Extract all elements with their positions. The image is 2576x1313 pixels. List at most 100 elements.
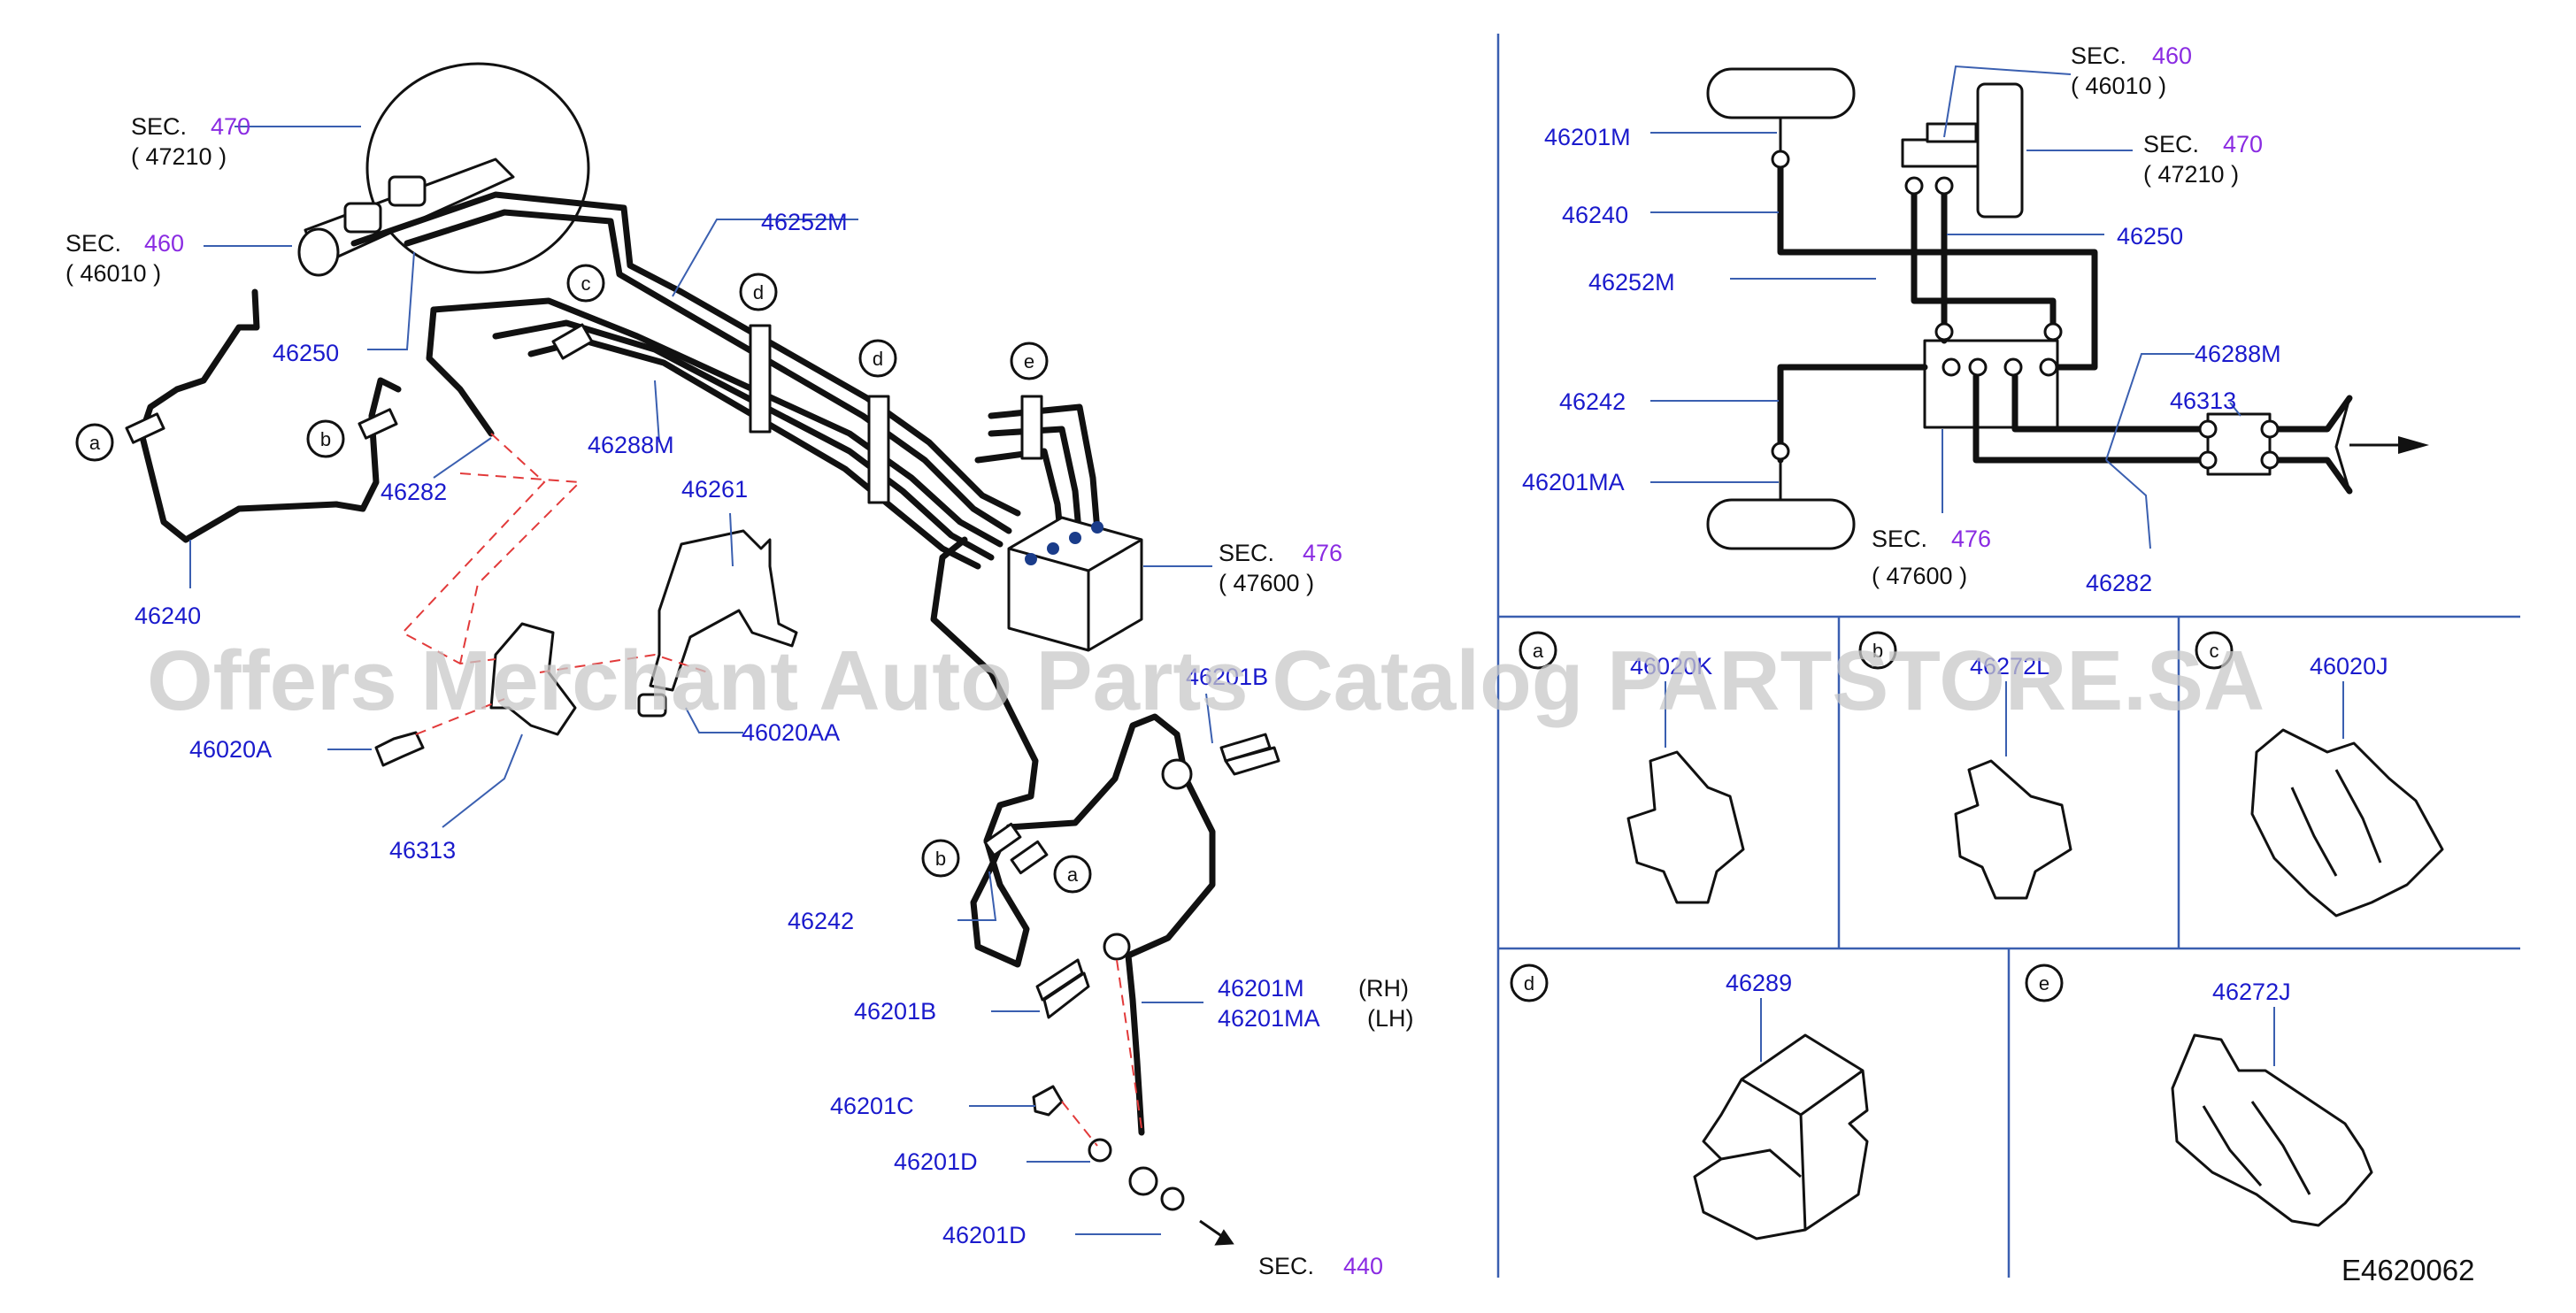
rear-wheel-icon (1706, 498, 1856, 550)
svg-text:470: 470 (211, 113, 250, 140)
sec-470-label: SEC. (131, 113, 187, 140)
svg-text:46282: 46282 (2086, 570, 2152, 596)
svg-text:b: b (1872, 640, 1883, 662)
bracket-46261 (649, 529, 798, 692)
svg-text:d: d (753, 281, 764, 303)
part-46201B-top: 46201B (1186, 664, 1268, 690)
watermark-text: Offers Merchant Auto Parts Catalog PARTS… (147, 633, 2265, 728)
part-46201MA: 46201MA (1218, 1005, 1320, 1032)
part-46201B: 46201B (854, 998, 936, 1025)
svg-text:46242: 46242 (1559, 388, 1626, 415)
svg-text:46289: 46289 (1726, 970, 1792, 996)
detail-cell-d: d 46289 (1510, 964, 1869, 1240)
part-46201M: 46201M (1218, 975, 1304, 1002)
svg-text:46288M: 46288M (2195, 341, 2281, 367)
part-46288M: 46288M (588, 432, 674, 458)
part-46020A: 46020A (189, 736, 272, 763)
part-46201D-2: 46201D (942, 1222, 1027, 1248)
detail-cell-e: e 46272J (2025, 964, 2373, 1227)
svg-text:46240: 46240 (1562, 202, 1628, 228)
part-46252M: 46252M (761, 209, 848, 235)
main-labels: SEC. 470 ( 47210 ) SEC. 460 ( 46010 ) 46… (65, 113, 1414, 1279)
schematic-joints (1771, 150, 2280, 470)
part-46242: 46242 (788, 908, 854, 934)
svg-text:(RH): (RH) (1358, 975, 1409, 1002)
leader-lines-schematic (1650, 65, 2242, 549)
svg-text:SEC.: SEC. (2071, 42, 2126, 69)
svg-text:SEC.: SEC. (1872, 526, 1927, 552)
part-46020AA: 46020AA (742, 719, 840, 746)
sec-440-label: SEC. (1258, 1253, 1314, 1279)
svg-text:46272J: 46272J (2212, 979, 2291, 1005)
brackets-46201B (1035, 733, 1280, 1019)
pipe-46282 (426, 306, 495, 437)
diagram-code: E4620062 (2341, 1254, 2474, 1286)
svg-text:( 46010 ): ( 46010 ) (65, 260, 161, 287)
svg-text:c: c (581, 273, 591, 295)
front-wheel-icon (1706, 67, 1856, 119)
sec-476-label: SEC. (1219, 540, 1274, 566)
svg-text:46201MA: 46201MA (1522, 469, 1625, 495)
svg-text:SEC.: SEC. (2143, 131, 2199, 157)
part-46240: 46240 (135, 603, 201, 629)
assembly-dash-lines (401, 433, 1142, 1147)
svg-text:( 47600 ): ( 47600 ) (1872, 563, 1967, 589)
svg-text:460: 460 (2152, 42, 2192, 69)
part-46313: 46313 (389, 837, 456, 864)
svg-text:470: 470 (2223, 131, 2263, 157)
svg-text:46252M: 46252M (1588, 269, 1675, 296)
svg-text:e: e (1024, 350, 1034, 372)
svg-text:476: 476 (1303, 540, 1342, 566)
svg-text:a: a (1533, 640, 1544, 662)
panel-grid (1496, 34, 2520, 1278)
bracket-46313 (489, 622, 577, 736)
svg-text:a: a (1067, 864, 1079, 886)
svg-text:460: 460 (144, 230, 184, 257)
detail-cells: a 46020K b 46272L c 46020J d 46289 (1510, 631, 2444, 1240)
arrow-right-icon (2398, 436, 2429, 454)
svg-text:b: b (935, 848, 946, 870)
svg-text:440: 440 (1343, 1253, 1383, 1279)
svg-text:d: d (1524, 972, 1534, 994)
svg-text:e: e (2039, 972, 2049, 994)
svg-text:46020K: 46020K (1630, 653, 1712, 680)
pipe-46242 (930, 536, 1180, 968)
svg-text:d: d (873, 348, 883, 370)
bolts (374, 693, 1185, 1211)
svg-text:( 47210 ): ( 47210 ) (2143, 161, 2239, 188)
svg-text:476: 476 (1951, 526, 1991, 552)
svg-text:46313: 46313 (2170, 388, 2236, 414)
svg-text:( 47600 ): ( 47600 ) (1219, 570, 1314, 596)
svg-text:c: c (2210, 640, 2219, 662)
junction-46313-icon (2206, 412, 2272, 476)
svg-text:( 47210 ): ( 47210 ) (131, 143, 227, 170)
svg-text:46020J: 46020J (2310, 653, 2388, 680)
part-46282: 46282 (381, 479, 447, 505)
svg-text:b: b (320, 428, 331, 450)
booster-icon (1976, 82, 2024, 219)
detail-cell-b: b 46272L (1858, 631, 2072, 900)
schematic-labels: SEC. 460 ( 46010 ) SEC. 470 ( 47210 ) 46… (1522, 42, 2281, 596)
detail-cell-c: c 46020J (2195, 631, 2444, 918)
svg-text:46201M: 46201M (1544, 124, 1631, 150)
brake-booster (297, 62, 590, 277)
leader-lines-main (189, 126, 1213, 1235)
sec-460-label: SEC. (65, 230, 121, 257)
pipe-46240 (138, 288, 340, 543)
part-46201D-1: 46201D (894, 1148, 978, 1175)
svg-text:a: a (89, 432, 101, 454)
svg-text:(LH): (LH) (1367, 1005, 1414, 1032)
svg-text:( 46010 ): ( 46010 ) (2071, 73, 2166, 99)
part-46250: 46250 (273, 340, 339, 366)
clip-markers-main: a b c d d e b a (75, 264, 1092, 894)
svg-text:46250: 46250 (2117, 223, 2183, 250)
brake-hose (1103, 731, 1216, 1196)
abs-box-icon (1923, 339, 2059, 429)
svg-text:46272L: 46272L (1970, 653, 2049, 680)
abs-actuator (1007, 516, 1143, 652)
part-46261: 46261 (681, 476, 748, 503)
pipe-clips-left (125, 323, 1043, 504)
schematic-pipes (1777, 156, 2353, 495)
part-46201C: 46201C (830, 1093, 914, 1119)
